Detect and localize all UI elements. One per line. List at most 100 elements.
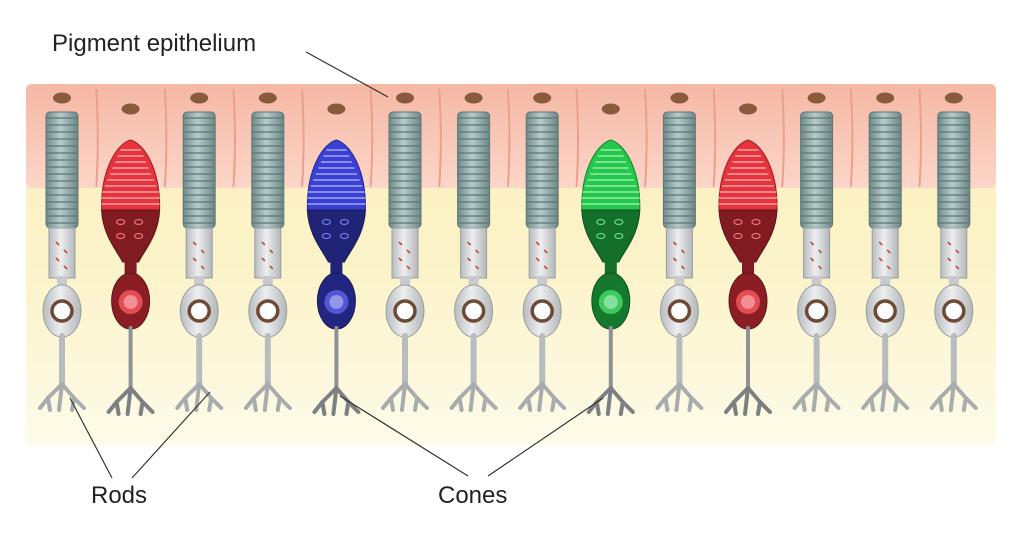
rod-cell [243,111,292,412]
epithelium-cell-border [644,89,648,187]
mitochondrion [261,241,266,246]
mitochondrion [886,265,891,270]
rod-cell [929,111,978,412]
mitochondrion [475,249,480,254]
rod-outer-segment [388,111,422,229]
synaptic-terminal [687,396,694,412]
mitochondrion [955,249,960,254]
mitochondrion [751,232,761,240]
epithelium-nucleus [670,92,689,104]
cone-neck [742,260,754,276]
rod-neck [400,276,410,290]
synaptic-terminal [961,396,968,412]
rod-nucleus [187,299,211,323]
synaptic-terminal [413,396,419,412]
rod-inner-segment [254,227,282,279]
blue-cone-nucleus [329,295,344,309]
synaptic-terminal [57,382,64,412]
synaptic-terminal [800,396,807,412]
rod-nucleus [873,299,897,323]
blue-cone-cell [306,139,366,416]
mitochondrion [818,265,823,270]
mitochondrion [134,232,144,240]
epithelium-cell-border [438,89,442,187]
synaptic-terminal [46,396,52,412]
mitochondrion [321,232,331,240]
red-cone-cell [718,139,778,416]
synaptic-terminal [320,400,327,416]
rod-outer-segment [182,111,216,229]
cone-neck [330,260,343,276]
mitochondrion [321,218,331,226]
pigment-epithelium-label: Pigment epithelium [52,30,257,57]
mitochondrion [535,257,540,262]
synaptic-terminal [275,396,282,412]
mitochondrion [614,232,624,240]
epithelium-nucleus [121,103,140,115]
mitochondrion [733,218,743,226]
synaptic-terminal [674,382,682,412]
rod-cell [518,111,567,412]
synaptic-terminal [869,396,876,412]
cone-neck [124,260,137,276]
epithelium-cell-border [301,89,305,187]
rod-inner-segment [871,227,899,279]
epithelium-nucleus [533,92,552,104]
mitochondrion [955,265,960,270]
mitochondrion [261,257,266,262]
mitochondrion [751,218,761,226]
red-cone-cell [101,139,161,416]
mitochondrion [406,265,411,270]
rod-inner-segment [460,227,488,279]
rod-outer-segment [251,111,285,229]
rod-inner-segment [665,227,693,279]
synaptic-terminal [594,400,601,416]
rod-inner-segment [940,227,968,279]
mitochondrion [543,265,548,270]
synaptic-terminal [824,396,831,412]
epithelium-nucleus [944,92,963,104]
cone-neck [604,260,617,276]
synaptic-terminal [114,400,121,416]
synaptic-terminal [468,382,476,412]
synaptic-terminal [537,382,545,412]
mitochondrion [810,257,815,262]
epithelium-nucleus [876,92,895,104]
mitochondrion [733,232,743,240]
mitochondrion [63,249,68,254]
synaptic-terminal [457,396,464,412]
epithelium-nucleus [739,103,757,115]
synaptic-terminal [550,396,557,412]
mitochondrion [596,218,606,226]
synaptic-terminal [743,386,750,416]
mitochondrion [339,232,349,240]
rod-neck [880,276,891,290]
rod-nucleus [530,299,554,323]
synaptic-terminal [389,396,395,412]
red-cone-inner-segment [718,209,778,263]
mitochondrion [115,232,126,240]
rod-outer-segment [457,111,491,229]
synaptic-terminal [811,382,819,412]
rod-nucleus [393,299,417,323]
mitochondrion [200,249,205,254]
synaptic-terminal [331,386,339,416]
cones-label: Cones [438,482,508,509]
mitochondrion [878,241,883,246]
mitochondrion [467,241,472,246]
rod-outer-segment [662,111,696,229]
synaptic-terminal [605,386,613,416]
epithelium-cell-border [781,89,785,187]
synaptic-terminal [183,396,190,412]
rod-neck [537,276,548,290]
epithelium-cell-border [369,89,374,187]
epithelium-nucleus [807,92,826,104]
synaptic-terminal [344,400,351,416]
mitochondrion [672,241,677,246]
epithelium-cell-border [506,89,511,187]
green-cone-nucleus [603,295,618,309]
mitochondrion [680,265,685,270]
epithelium-nucleus [258,92,277,104]
mitochondrion [818,249,823,254]
epithelium-cell-border [163,89,168,187]
